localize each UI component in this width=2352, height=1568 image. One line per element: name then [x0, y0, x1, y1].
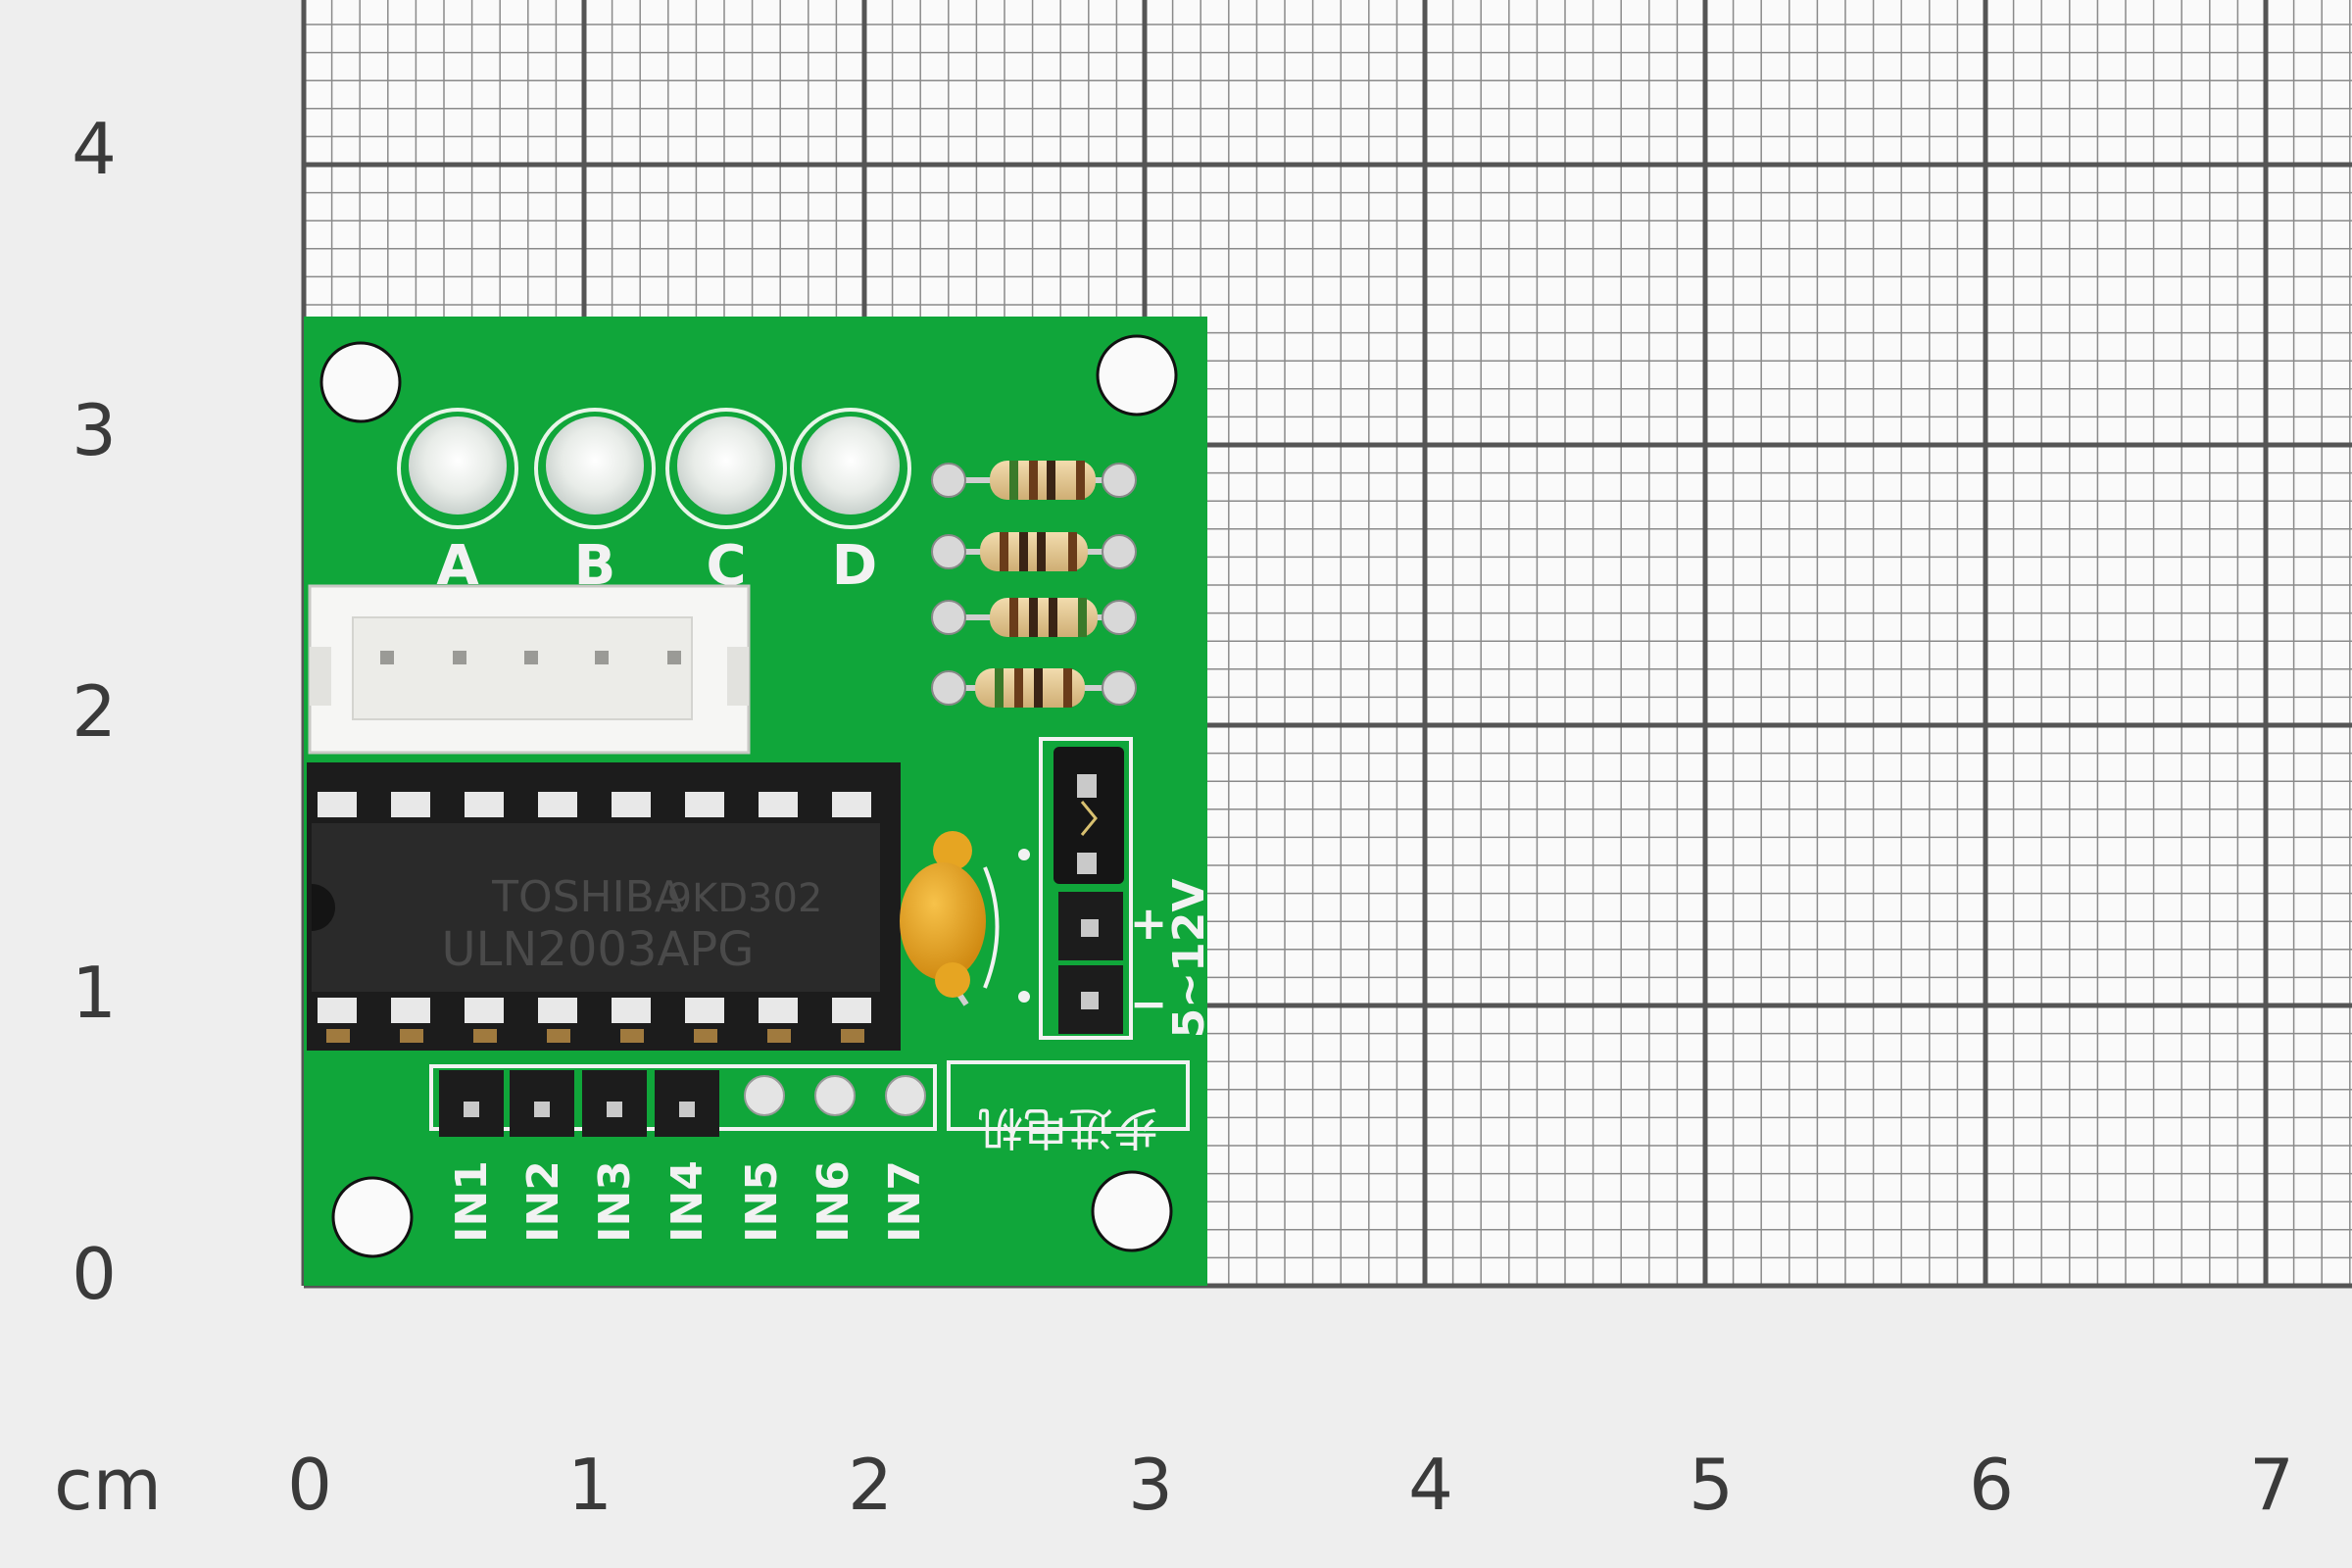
voltage-label: 5~12V [1164, 879, 1214, 1039]
x-tick-label: 1 [567, 1444, 612, 1526]
pin-label: IN3 [590, 1160, 640, 1243]
y-tick-label: 1 [72, 952, 117, 1034]
motor-connector [308, 584, 751, 755]
led-label: D [832, 534, 877, 598]
pin-label: IN5 [737, 1160, 787, 1243]
resistor [931, 532, 1137, 571]
x-axis-labels: cm 0 1 2 3 4 5 6 7 [54, 1444, 2294, 1526]
mounting-holes [319, 334, 1178, 1258]
power-plus-label: + [1130, 897, 1168, 950]
motor-label: 步进电机 [978, 1102, 1158, 1154]
x-tick-label: 5 [1689, 1444, 1734, 1526]
x-tick-label: 6 [1969, 1444, 2014, 1526]
uln2003-chip [312, 823, 880, 992]
led-a [397, 408, 518, 529]
y-tick-label: 0 [72, 1233, 117, 1315]
led-row [397, 408, 911, 529]
power-minus-label: − [1130, 977, 1168, 1030]
led-b [534, 408, 656, 529]
mounting-hole [331, 1176, 414, 1258]
y-tick-label: 2 [72, 670, 117, 753]
x-tick-label: 3 [1128, 1444, 1173, 1526]
x-tick-label: 4 [1408, 1444, 1453, 1526]
resistor [931, 668, 1137, 708]
input-header [429, 1064, 937, 1137]
y-tick-label: 3 [72, 389, 117, 471]
solder-pad [744, 1075, 785, 1116]
mounting-hole [319, 341, 402, 423]
pin-label: IN1 [447, 1160, 497, 1243]
pin-label: IN4 [662, 1160, 712, 1243]
chip-code-label: 9KD302 [667, 876, 823, 921]
chip-brand-label: TOSHIBA [491, 872, 684, 922]
capacitor [900, 831, 1030, 1006]
ic-socket: TOSHIBA 9KD302 ULN2003APG [307, 762, 901, 1051]
unit-label: cm [54, 1444, 162, 1526]
mounting-hole [1096, 334, 1178, 416]
y-tick-label: 4 [72, 108, 117, 190]
x-tick-label: 0 [287, 1444, 332, 1526]
solder-pad [885, 1075, 926, 1116]
y-axis-labels: 0 1 2 3 4 [72, 108, 117, 1315]
chip-part-label: ULN2003APG [442, 922, 755, 977]
led-c [665, 408, 787, 529]
pin-label: IN2 [518, 1160, 568, 1243]
motor-label-box [947, 1060, 1190, 1131]
resistor-array [931, 461, 1137, 708]
stepper-driver-board: A B C D [304, 317, 1214, 1286]
pin-label: IN6 [808, 1160, 858, 1243]
pin-label: IN7 [880, 1160, 930, 1243]
resistor [931, 461, 1137, 500]
solder-pad [814, 1075, 856, 1116]
led-d [790, 408, 911, 529]
pin-labels: IN1 IN2 IN3 IN4 IN5 IN6 IN7 [447, 1160, 930, 1243]
jumper-cap [1054, 747, 1124, 884]
resistor [931, 598, 1137, 637]
x-tick-label: 7 [2249, 1444, 2294, 1526]
x-tick-label: 2 [848, 1444, 893, 1526]
mounting-hole [1091, 1170, 1173, 1252]
power-header [1039, 737, 1133, 1040]
